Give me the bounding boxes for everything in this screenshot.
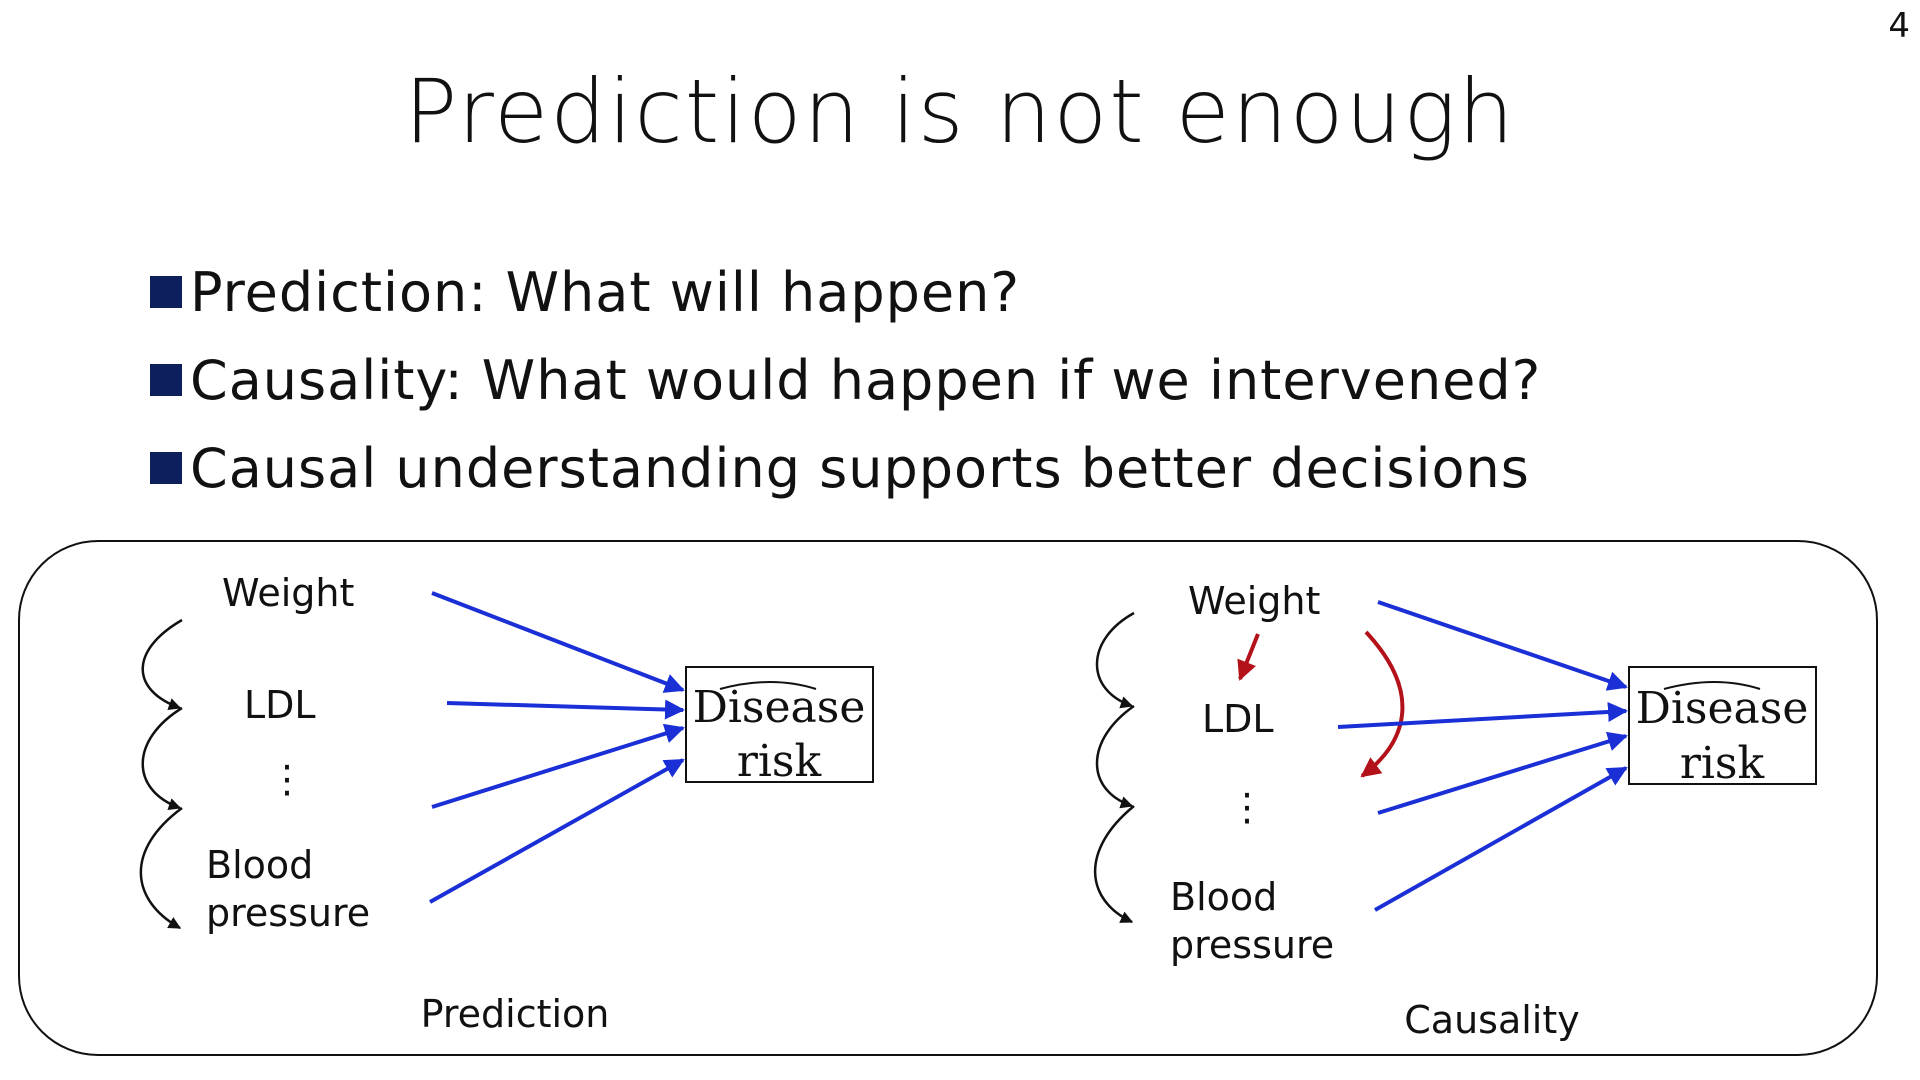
prediction-arrow-blood-pressure (429, 758, 685, 904)
prediction-arrow-other (431, 723, 685, 809)
prediction-weight-label: Weight (222, 571, 354, 615)
prediction-blood-label: Blood (206, 843, 313, 887)
causality-hat-icon (1663, 681, 1761, 690)
prediction-correlation-arc (141, 618, 183, 711)
bullet-text: Prediction: What will happen? (190, 260, 1020, 324)
causality-target-line1: Disease (1636, 683, 1809, 734)
bullet-square-icon (150, 452, 182, 484)
causality-correlation-arc (1095, 704, 1135, 809)
causality-ldl-label: LDL (1202, 697, 1274, 741)
causality-ellipsis-label: ⋮ (1228, 785, 1266, 829)
diagram-frame (18, 540, 1878, 1056)
prediction-arrow-weight (431, 591, 685, 693)
causality-pressure-label: pressure (1170, 923, 1334, 967)
bullet-text: Causality: What would happen if we inter… (190, 348, 1542, 412)
causality-panel: Weight LDL ⋮ Blood pressure Disease risk… (1093, 579, 1817, 1042)
causality-target-line2: risk (1680, 738, 1765, 789)
prediction-caption: Prediction (421, 992, 610, 1036)
prediction-ldl-label: LDL (244, 683, 316, 727)
causality-disease-risk-box (1628, 666, 1817, 785)
causality-correlation-arc (1093, 805, 1135, 924)
causality-correlation-arc (1095, 611, 1135, 709)
prediction-correlation-arc (139, 806, 183, 930)
bullet-item-causality: Causality: What would happen if we inter… (150, 336, 1541, 424)
causality-red-arrow-weight-other (1360, 630, 1405, 778)
bullet-list: Prediction: What will happen? Causality:… (150, 248, 1541, 512)
prediction-target-line1: Disease (693, 682, 866, 733)
prediction-panel: Weight LDL ⋮ Blood pressure Disease risk… (139, 571, 874, 1036)
slide-number: 4 (1888, 6, 1910, 46)
causality-weight-label: Weight (1188, 579, 1320, 623)
causality-arrow-ldl (1337, 702, 1628, 729)
prediction-ellipsis-label: ⋮ (268, 757, 306, 801)
bullet-text: Causal understanding supports better dec… (190, 436, 1530, 500)
bullet-square-icon (150, 276, 182, 308)
causality-blood-label: Blood (1170, 875, 1277, 919)
prediction-target-line2: risk (737, 736, 822, 787)
prediction-correlation-arc (141, 706, 183, 811)
causality-arrow-blood-pressure (1374, 766, 1628, 912)
bullet-item-decisions: Causal understanding supports better dec… (150, 424, 1541, 512)
causality-caption: Causality (1404, 998, 1580, 1042)
prediction-arrow-ldl (446, 699, 685, 720)
bullet-square-icon (150, 364, 182, 396)
causality-arrow-weight (1377, 600, 1628, 691)
causality-arrow-other (1377, 731, 1628, 815)
prediction-hat-icon (719, 681, 817, 690)
slide-title: Prediction is not enough (404, 60, 1516, 163)
bullet-item-prediction: Prediction: What will happen? (150, 248, 1541, 336)
causality-red-arrow-weight-ldl (1237, 633, 1260, 681)
prediction-disease-risk-box (685, 666, 874, 783)
prediction-pressure-label: pressure (206, 891, 370, 935)
